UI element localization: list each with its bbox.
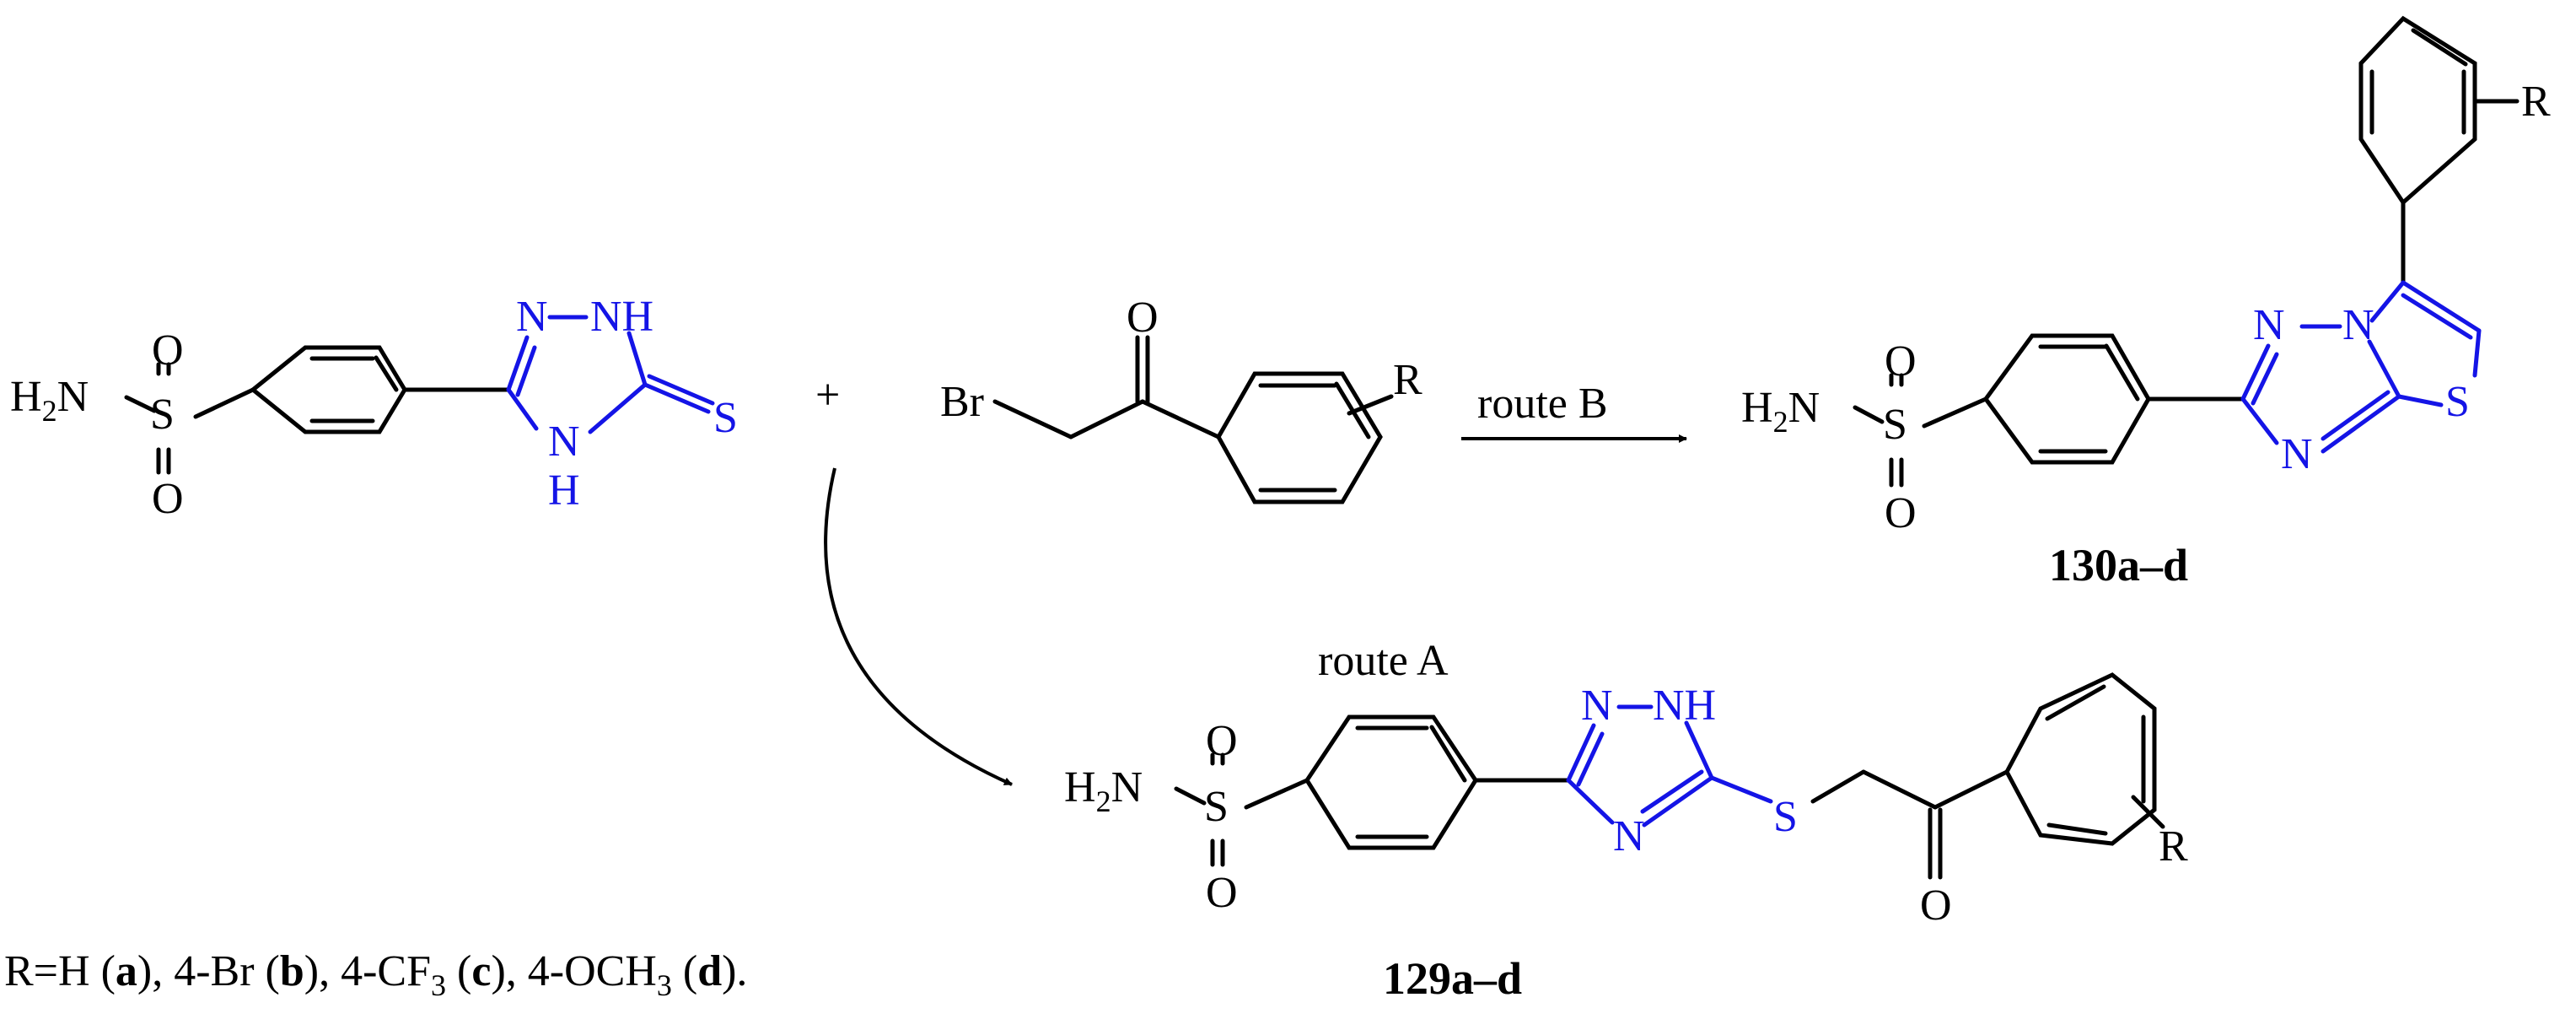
plus-sign: + bbox=[815, 371, 840, 419]
product-129-oxygen-bottom: O bbox=[1206, 869, 1238, 917]
product-130-ring-n2: N bbox=[2342, 301, 2374, 349]
reactant-1-sulfonamide-triazolethione: H2N S O O N NH N H S bbox=[10, 293, 738, 523]
reactant-1-thione-s: S bbox=[713, 394, 738, 442]
reactant-1-triazole-bonds bbox=[506, 315, 715, 434]
r-group-legend: R=H (a), 4-Br (b), 4-CF3 (c), 4-OCH3 (d)… bbox=[4, 947, 747, 1002]
reactant-1-h2n: H2N bbox=[10, 373, 89, 428]
product-130-label: 130a–d bbox=[2049, 540, 2188, 590]
reactant-1-oxygen-bottom: O bbox=[152, 475, 184, 523]
product-130-ring-n4: N bbox=[2281, 430, 2313, 478]
product-130-ring-s: S bbox=[2445, 378, 2470, 426]
product-129-black-bonds bbox=[1174, 672, 2165, 880]
product-130-thiazolotriazole: H2N S O O N N N S R 130a–d bbox=[1741, 15, 2551, 590]
product-129-r-group: R bbox=[2159, 822, 2188, 871]
product-130-oxygen-bottom: O bbox=[1885, 489, 1917, 537]
product-129-oxygen-top: O bbox=[1206, 717, 1238, 765]
reactant-2-bonds bbox=[992, 335, 1394, 504]
route-b-label: route B bbox=[1477, 380, 1608, 428]
product-129-triazole-bonds bbox=[1566, 704, 1773, 828]
route-b-arrow: route B bbox=[1461, 380, 1687, 443]
product-129-ring-nh: NH bbox=[1653, 682, 1716, 730]
product-130-h2n: H2N bbox=[1741, 384, 1820, 439]
reactant-1-ring-h4: H bbox=[548, 466, 580, 515]
route-a-arrow: route A bbox=[824, 467, 1449, 786]
product-130-ring-n1: N bbox=[2253, 301, 2285, 349]
product-129-carbonyl-oxygen: O bbox=[1920, 882, 1952, 930]
reactant-1-ring-n4: N bbox=[548, 418, 580, 466]
product-130-black-bonds bbox=[1853, 15, 2520, 488]
reactant-2-carbonyl-oxygen: O bbox=[1127, 294, 1159, 342]
reactant-1-ring-n1: N bbox=[516, 293, 548, 341]
product-130-oxygen-top: O bbox=[1885, 337, 1917, 385]
product-129-sulfur: S bbox=[1204, 783, 1229, 831]
product-129-ring-n4: N bbox=[1613, 812, 1645, 860]
reactant-1-ring-nh: NH bbox=[590, 293, 653, 341]
product-130-sulfur: S bbox=[1883, 401, 1907, 449]
route-a-arrow-curve bbox=[824, 467, 1013, 786]
product-129-thio-s: S bbox=[1773, 793, 1798, 841]
product-129-ring-n1: N bbox=[1581, 682, 1613, 730]
reactant-1-black-bonds bbox=[124, 345, 511, 475]
reactant-2-r-group: R bbox=[1393, 356, 1422, 404]
reactant-2-bromine: Br bbox=[940, 378, 984, 426]
route-a-label: route A bbox=[1318, 637, 1449, 685]
reactant-1-oxygen-top: O bbox=[152, 326, 184, 375]
product-129-thioether: H2N S O O N NH N S O R 129a–d bbox=[1064, 672, 2188, 1004]
product-130-r-group: R bbox=[2521, 78, 2551, 126]
product-129-h2n: H2N bbox=[1064, 763, 1143, 818]
product-130-heterocycle-bonds bbox=[2240, 280, 2482, 454]
product-129-label: 129a–d bbox=[1383, 953, 1522, 1004]
reactant-2-bromoacetophenone: Br O R bbox=[940, 294, 1422, 504]
reactant-1-sulfur: S bbox=[150, 391, 175, 439]
